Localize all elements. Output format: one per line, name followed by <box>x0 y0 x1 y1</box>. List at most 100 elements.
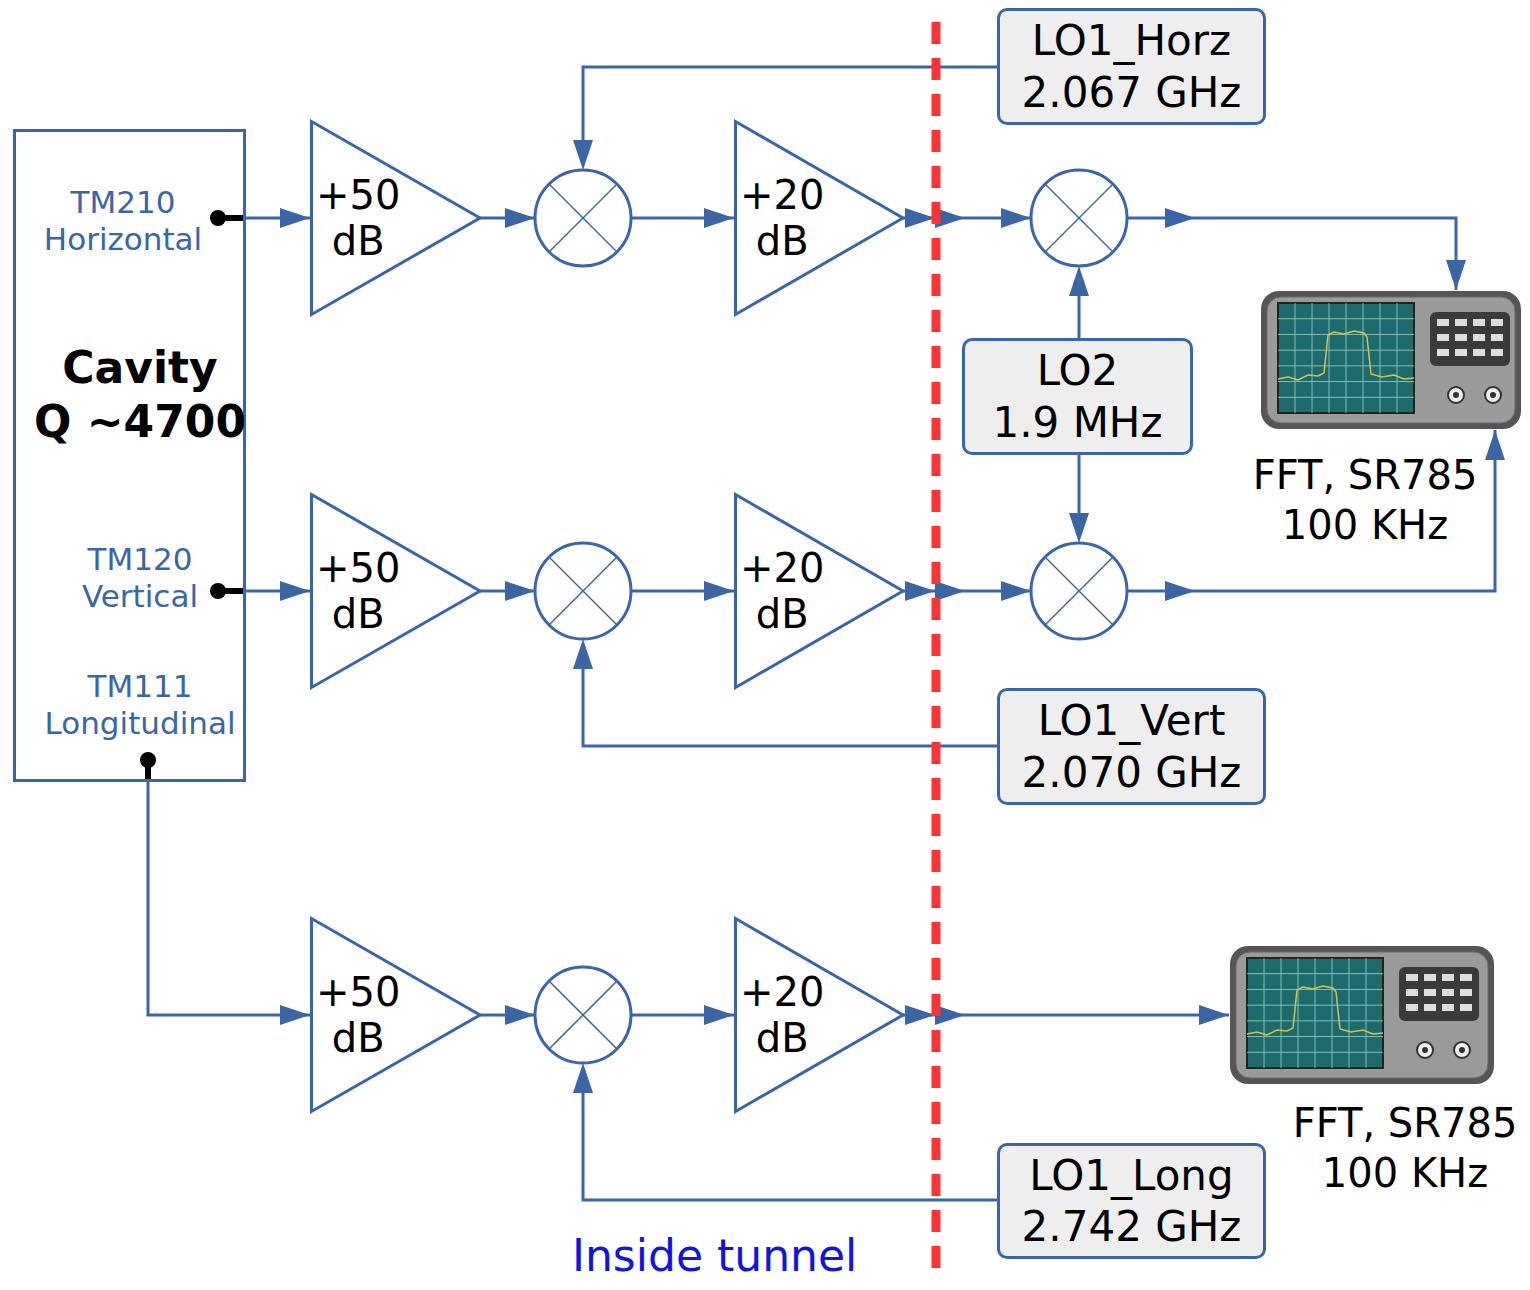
gain-label: +20 dB <box>740 545 824 637</box>
instrument-label: 100 KHz <box>1293 1148 1518 1198</box>
gain-label: +50 dB <box>316 969 400 1061</box>
arrowhead <box>573 1063 593 1093</box>
amplifier-triangle <box>736 122 904 315</box>
arrowhead <box>1001 581 1031 601</box>
device-jack <box>1417 1042 1433 1058</box>
oscillator-label: LO2 <box>1037 345 1119 396</box>
oscillator-box: LO1_Horz2.067 GHz <box>997 8 1266 125</box>
device-key <box>1473 319 1485 326</box>
signal-connector <box>903 218 1456 290</box>
device-key <box>1437 349 1449 356</box>
grid-line <box>1278 381 1414 382</box>
oscillator-label: LO1_Horz <box>1032 15 1231 66</box>
mixer-cross <box>549 981 617 1049</box>
text-holder: +20 dB <box>740 545 824 637</box>
grid-line <box>1363 303 1364 413</box>
arrowhead <box>1165 581 1195 601</box>
device-key <box>1437 334 1449 341</box>
amplifier-triangle <box>736 919 904 1112</box>
device-key <box>1406 1004 1418 1011</box>
device-key <box>1473 334 1485 341</box>
amplifier: +20 dB <box>734 917 903 1113</box>
mode-label: TM120 Vertical <box>82 541 198 615</box>
amplifier-triangle <box>312 122 481 315</box>
arrowhead <box>1069 513 1089 543</box>
instrument-label: FFT, SR785 <box>1293 1098 1518 1148</box>
amplifier-triangle <box>312 919 481 1112</box>
grid-line <box>1380 303 1381 413</box>
arrowhead <box>905 581 935 601</box>
arrowhead <box>505 208 535 228</box>
grid-line <box>1278 397 1414 398</box>
amplifier: +20 dB <box>734 493 903 689</box>
grid-line <box>1295 303 1296 413</box>
arrowhead <box>1165 208 1195 228</box>
grid-line <box>1366 958 1367 1068</box>
text-holder: +20 dB <box>740 172 824 264</box>
arrowhead <box>573 140 593 170</box>
amplifier: +50 dB <box>310 493 480 689</box>
device-key <box>1491 334 1503 341</box>
oscillator-label: LO1_Long <box>1029 1150 1233 1201</box>
inline-arrowheads <box>505 140 1195 1093</box>
oscillator-box: LO21.9 MHz <box>962 338 1193 455</box>
grid-line <box>1298 958 1299 1068</box>
device-jack <box>1454 1042 1470 1058</box>
mixer-cross <box>549 184 617 252</box>
grid-line <box>1278 350 1414 351</box>
device-key <box>1460 1004 1472 1011</box>
device-panel <box>1236 952 1488 1078</box>
mixer-symbol <box>535 543 631 639</box>
tunnel-boundary <box>932 22 941 1268</box>
fft-analyzer: FFT, SR785100 KHz <box>1260 290 1522 430</box>
instrument-label: 100 KHz <box>1253 500 1478 550</box>
device-key <box>1460 989 1472 996</box>
arrowhead <box>573 639 593 669</box>
grid-line <box>1312 303 1313 413</box>
grid-line <box>1247 1036 1383 1037</box>
grid-line <box>1281 958 1282 1068</box>
mixer-cross <box>549 557 617 625</box>
grid-line <box>1346 303 1347 413</box>
mixer-symbol <box>1031 170 1127 266</box>
oscillator-label: 2.070 GHz <box>1022 747 1242 798</box>
port-dot <box>210 210 226 226</box>
device-key <box>1406 974 1418 981</box>
spectrum-trace <box>1247 986 1383 1035</box>
device-key <box>1491 319 1503 326</box>
arrowhead <box>505 581 535 601</box>
arrowhead <box>905 208 935 228</box>
grid-line <box>1329 303 1330 413</box>
mode-label: TM210 Horizontal <box>44 184 202 258</box>
device-key <box>1455 319 1467 326</box>
text-holder: +50 dB <box>316 172 400 264</box>
mixer-cross <box>549 557 617 625</box>
device-screen <box>1247 958 1383 1068</box>
device-key <box>1455 334 1467 341</box>
region-label: Inside tunnel <box>572 1232 857 1280</box>
mixer-cross <box>1045 184 1113 252</box>
mixer-cross <box>1045 557 1113 625</box>
signal-connector <box>246 590 310 593</box>
text-holder: +50 dB <box>316 545 400 637</box>
grid-line <box>1397 303 1398 413</box>
device-key <box>1442 1004 1454 1011</box>
grid-line <box>1247 973 1383 974</box>
device-jack-center <box>1490 392 1496 398</box>
mixer-cross <box>549 184 617 252</box>
device-keypad <box>1399 967 1479 1021</box>
spectrum-trace <box>1278 331 1414 380</box>
mixer-crosses <box>549 184 1113 1049</box>
device-jack <box>1448 387 1464 403</box>
screen-grid <box>1247 958 1383 1068</box>
gain-label: +50 dB <box>316 545 400 637</box>
text-holder: FFT, SR785100 KHz <box>1293 1098 1518 1198</box>
fft-analyzer: FFT, SR785100 KHz <box>1229 945 1495 1085</box>
mixers <box>535 170 1127 1063</box>
grid-line <box>1278 365 1414 366</box>
device-key <box>1442 974 1454 981</box>
screen-grid <box>1278 303 1414 413</box>
oscillator-box: LO1_Vert2.070 GHz <box>997 688 1266 805</box>
amplifier: +50 dB <box>310 120 480 316</box>
